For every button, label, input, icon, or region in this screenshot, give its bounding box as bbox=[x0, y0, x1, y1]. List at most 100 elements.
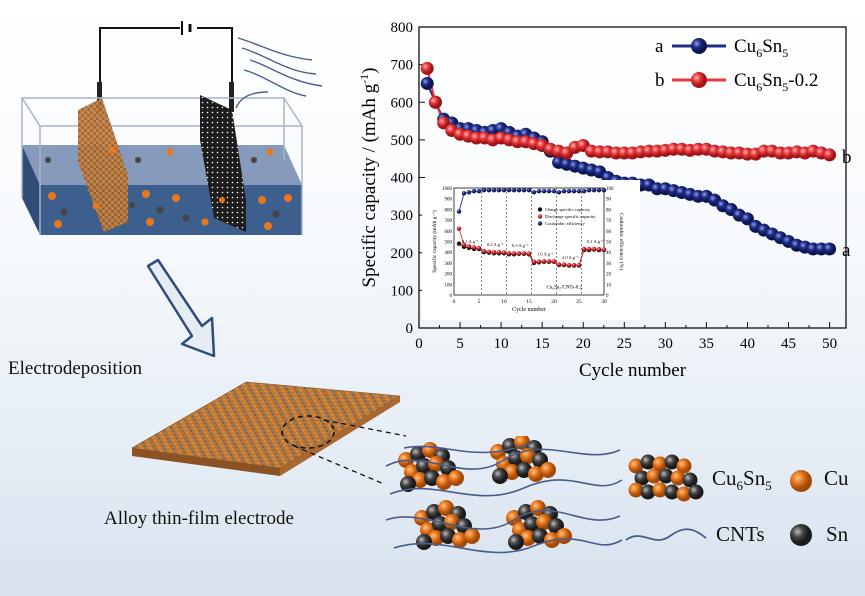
inset-data-point bbox=[551, 259, 557, 264]
inset-data-point bbox=[521, 251, 527, 256]
inset-data-point bbox=[506, 251, 512, 256]
inset-data-point bbox=[576, 262, 582, 268]
y-tick-label: 100 bbox=[391, 283, 414, 299]
inset-data-point bbox=[461, 242, 467, 247]
inset-data-point bbox=[521, 187, 527, 193]
sn-legend-label: Sn bbox=[826, 522, 849, 546]
inset-y-tick-label: 600 bbox=[445, 230, 453, 235]
x-tick-label: 50 bbox=[822, 336, 837, 352]
magnify-region bbox=[281, 415, 335, 449]
x-tick-label: 15 bbox=[535, 336, 550, 352]
x-tick-label: 30 bbox=[658, 336, 673, 352]
rate-label: 2.0 A g⁻¹ bbox=[562, 255, 579, 260]
inset-data-point bbox=[491, 187, 497, 193]
inset-y-tick-label: 400 bbox=[445, 251, 453, 256]
inset-data-point bbox=[586, 187, 592, 193]
y-tick-label: 200 bbox=[391, 246, 414, 262]
rate-label: 0.1 A g⁻¹ bbox=[587, 239, 604, 244]
inset-data-point bbox=[506, 187, 512, 193]
inset-data-point bbox=[531, 190, 537, 195]
inset-data-point bbox=[501, 250, 507, 255]
inset-y-tick-label: 900 bbox=[445, 198, 453, 203]
inset-y-tick-label: 100 bbox=[445, 283, 453, 288]
inset-data-point bbox=[516, 187, 522, 193]
inset-y2-tick-label: 100 bbox=[606, 187, 614, 192]
ions bbox=[45, 146, 292, 230]
inset-data-point bbox=[601, 247, 607, 252]
data-point bbox=[823, 242, 837, 256]
electrolyte-side bbox=[22, 145, 40, 235]
data-point bbox=[823, 148, 837, 162]
inset-data-point bbox=[456, 226, 462, 231]
inset-data-point bbox=[511, 251, 517, 256]
inset-data-point bbox=[526, 251, 532, 256]
x-tick-label: 20 bbox=[576, 336, 591, 352]
inset-data-point bbox=[601, 187, 607, 193]
inset-data-point bbox=[531, 259, 537, 265]
data-point bbox=[420, 61, 434, 75]
inset-data-point bbox=[576, 189, 582, 194]
y-tick-label: 300 bbox=[391, 208, 414, 224]
inset-x-tick-label: 0 bbox=[453, 299, 456, 305]
cnt-strand bbox=[403, 441, 535, 454]
inset-legend-label: Discharge specific capacity bbox=[545, 214, 596, 219]
inset-y2-tick-label: 90 bbox=[606, 198, 612, 203]
inset-y2-tick-label: 20 bbox=[606, 273, 612, 278]
x-axis-label: Cycle number bbox=[579, 360, 687, 381]
inset-x-axis-label: Cycle number bbox=[512, 307, 546, 313]
inset-data-point bbox=[471, 189, 477, 194]
inset-data-point bbox=[511, 187, 517, 193]
inset-data-point bbox=[541, 259, 547, 264]
counter-electrode bbox=[200, 95, 246, 232]
y-tick-label: 800 bbox=[391, 20, 414, 36]
cnt-wisps bbox=[235, 37, 323, 109]
inset-y-axis-label: Specific capacity (mAh g⁻¹) bbox=[431, 210, 438, 273]
x-tick-label: 25 bbox=[617, 336, 632, 352]
inset-data-point bbox=[496, 187, 502, 193]
inset-data-point bbox=[466, 190, 472, 195]
alloy-thin-film bbox=[131, 381, 407, 485]
inset-data-point bbox=[516, 251, 522, 256]
inset-legend-label: Coulombic efficiency bbox=[545, 221, 586, 226]
inset-data-point bbox=[556, 262, 562, 267]
inset-data-point bbox=[476, 189, 482, 194]
electrodeposition-label: Electrodeposition bbox=[8, 358, 143, 379]
inset-data-point bbox=[591, 246, 597, 252]
inset-y-tick-label: 700 bbox=[445, 219, 453, 224]
inset-x-tick-label: 5 bbox=[478, 299, 481, 305]
inset-data-point bbox=[551, 189, 557, 194]
inset-data-point bbox=[471, 245, 477, 250]
inset-data-point bbox=[546, 189, 552, 194]
cnt-strand bbox=[385, 448, 621, 470]
inset-data-point bbox=[596, 187, 602, 193]
inset-data-point bbox=[526, 187, 532, 193]
cnt-wave-icon bbox=[625, 528, 707, 541]
inset-y2-tick-label: 50 bbox=[606, 241, 612, 246]
data-point bbox=[740, 212, 754, 226]
data-point bbox=[428, 95, 442, 109]
inset-data-point bbox=[496, 250, 502, 255]
inset-data-point bbox=[461, 191, 467, 196]
x-tick-label: 5 bbox=[456, 336, 464, 352]
inset-data-point bbox=[536, 259, 542, 264]
inset-data-point bbox=[456, 209, 462, 214]
inset-data-point bbox=[536, 189, 542, 194]
inset-x-tick-label: 25 bbox=[576, 299, 582, 305]
inset-x-tick-label: 30 bbox=[601, 299, 607, 305]
y-tick-label: 600 bbox=[391, 95, 414, 111]
inset-data-point bbox=[571, 262, 577, 268]
inset-y2-axis-label: Coulombic efficiency (%) bbox=[618, 213, 625, 270]
inset-data-point bbox=[486, 187, 492, 193]
x-tick-label: 45 bbox=[781, 336, 796, 352]
inset-y-tick-label: 0 bbox=[450, 294, 453, 299]
inset-data-point bbox=[596, 247, 602, 252]
electrodeposition-cell bbox=[20, 21, 323, 235]
inset-data-point bbox=[481, 187, 487, 193]
inset-data-point bbox=[586, 246, 592, 252]
cu-atom-icon bbox=[790, 470, 812, 492]
process-arrow-icon bbox=[146, 258, 216, 358]
inset-data-point bbox=[561, 262, 567, 267]
inset-data-point bbox=[581, 246, 587, 252]
